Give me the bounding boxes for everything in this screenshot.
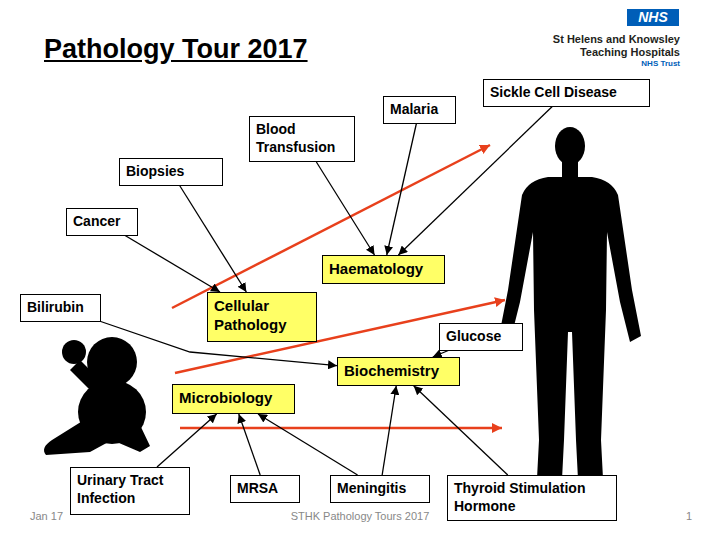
box-text: Haematology xyxy=(329,260,438,279)
connector-arrow xyxy=(258,414,358,475)
box-text: Malaria xyxy=(390,101,449,119)
box-text: Biochemistry xyxy=(344,362,453,381)
slide-title: Pathology Tour 2017 xyxy=(44,34,308,65)
box-text: Sickle Cell Disease xyxy=(490,84,643,102)
connector-arrow xyxy=(239,414,260,475)
box-text: Urinary Tract Infection xyxy=(77,472,183,507)
box-text: Bilirubin xyxy=(27,299,94,317)
box-text: Biopsies xyxy=(126,163,216,181)
red-arrow xyxy=(180,427,502,430)
connector-arrow xyxy=(125,236,220,293)
child-silhouette xyxy=(44,337,150,455)
department-box: Microbiology xyxy=(172,384,295,414)
box-text: Glucose xyxy=(446,328,516,346)
connector-arrow xyxy=(382,386,396,475)
footer-date: Jan 17 xyxy=(30,510,63,522)
trust-name: NHS Trust xyxy=(641,59,680,68)
department-box: Biochemistry xyxy=(337,357,460,386)
topic-box: Blood Transfusion xyxy=(249,116,355,162)
topic-box: Sickle Cell Disease xyxy=(483,79,650,107)
trust-name: St Helens and Knowsley xyxy=(553,33,680,45)
connector-arrow xyxy=(316,162,374,255)
connector-arrow xyxy=(398,107,552,256)
topic-box: Meningitis xyxy=(330,475,430,503)
footer-text: STHK Pathology Tours 2017 xyxy=(291,510,430,522)
box-text: Blood Transfusion xyxy=(256,121,348,156)
connector-arrow xyxy=(180,186,247,293)
topic-box: Cancer xyxy=(66,208,138,236)
box-text: Thyroid Stimulation Hormone xyxy=(454,480,610,515)
child-arm xyxy=(70,360,104,392)
nhs-logo: NHS xyxy=(627,9,679,26)
child-ball xyxy=(62,340,86,364)
topic-box: MRSA xyxy=(230,475,300,503)
topic-box: Urinary Tract Infection xyxy=(70,467,190,515)
box-text: Meningitis xyxy=(337,480,423,498)
topic-box: Thyroid Stimulation Hormone xyxy=(447,475,617,521)
topic-box: Bilirubin xyxy=(20,294,101,322)
topic-box: Biopsies xyxy=(119,158,223,186)
department-box: Haematology xyxy=(322,255,445,284)
child-legs xyxy=(44,420,150,455)
box-text: Cellular Pathology xyxy=(214,297,310,335)
connector-arrow xyxy=(387,124,417,256)
topic-box: Malaria xyxy=(383,96,456,124)
trust-name: Teaching Hospitals xyxy=(580,46,680,58)
page-number: 1 xyxy=(686,510,692,522)
box-text: Microbiology xyxy=(179,389,288,408)
box-text: MRSA xyxy=(237,480,293,498)
connector-arrow xyxy=(414,386,508,475)
box-text: Cancer xyxy=(73,213,131,231)
connector-arrow xyxy=(157,414,217,467)
adult-head xyxy=(555,127,585,165)
department-box: Cellular Pathology xyxy=(207,292,317,342)
topic-box: Glucose xyxy=(439,323,523,351)
